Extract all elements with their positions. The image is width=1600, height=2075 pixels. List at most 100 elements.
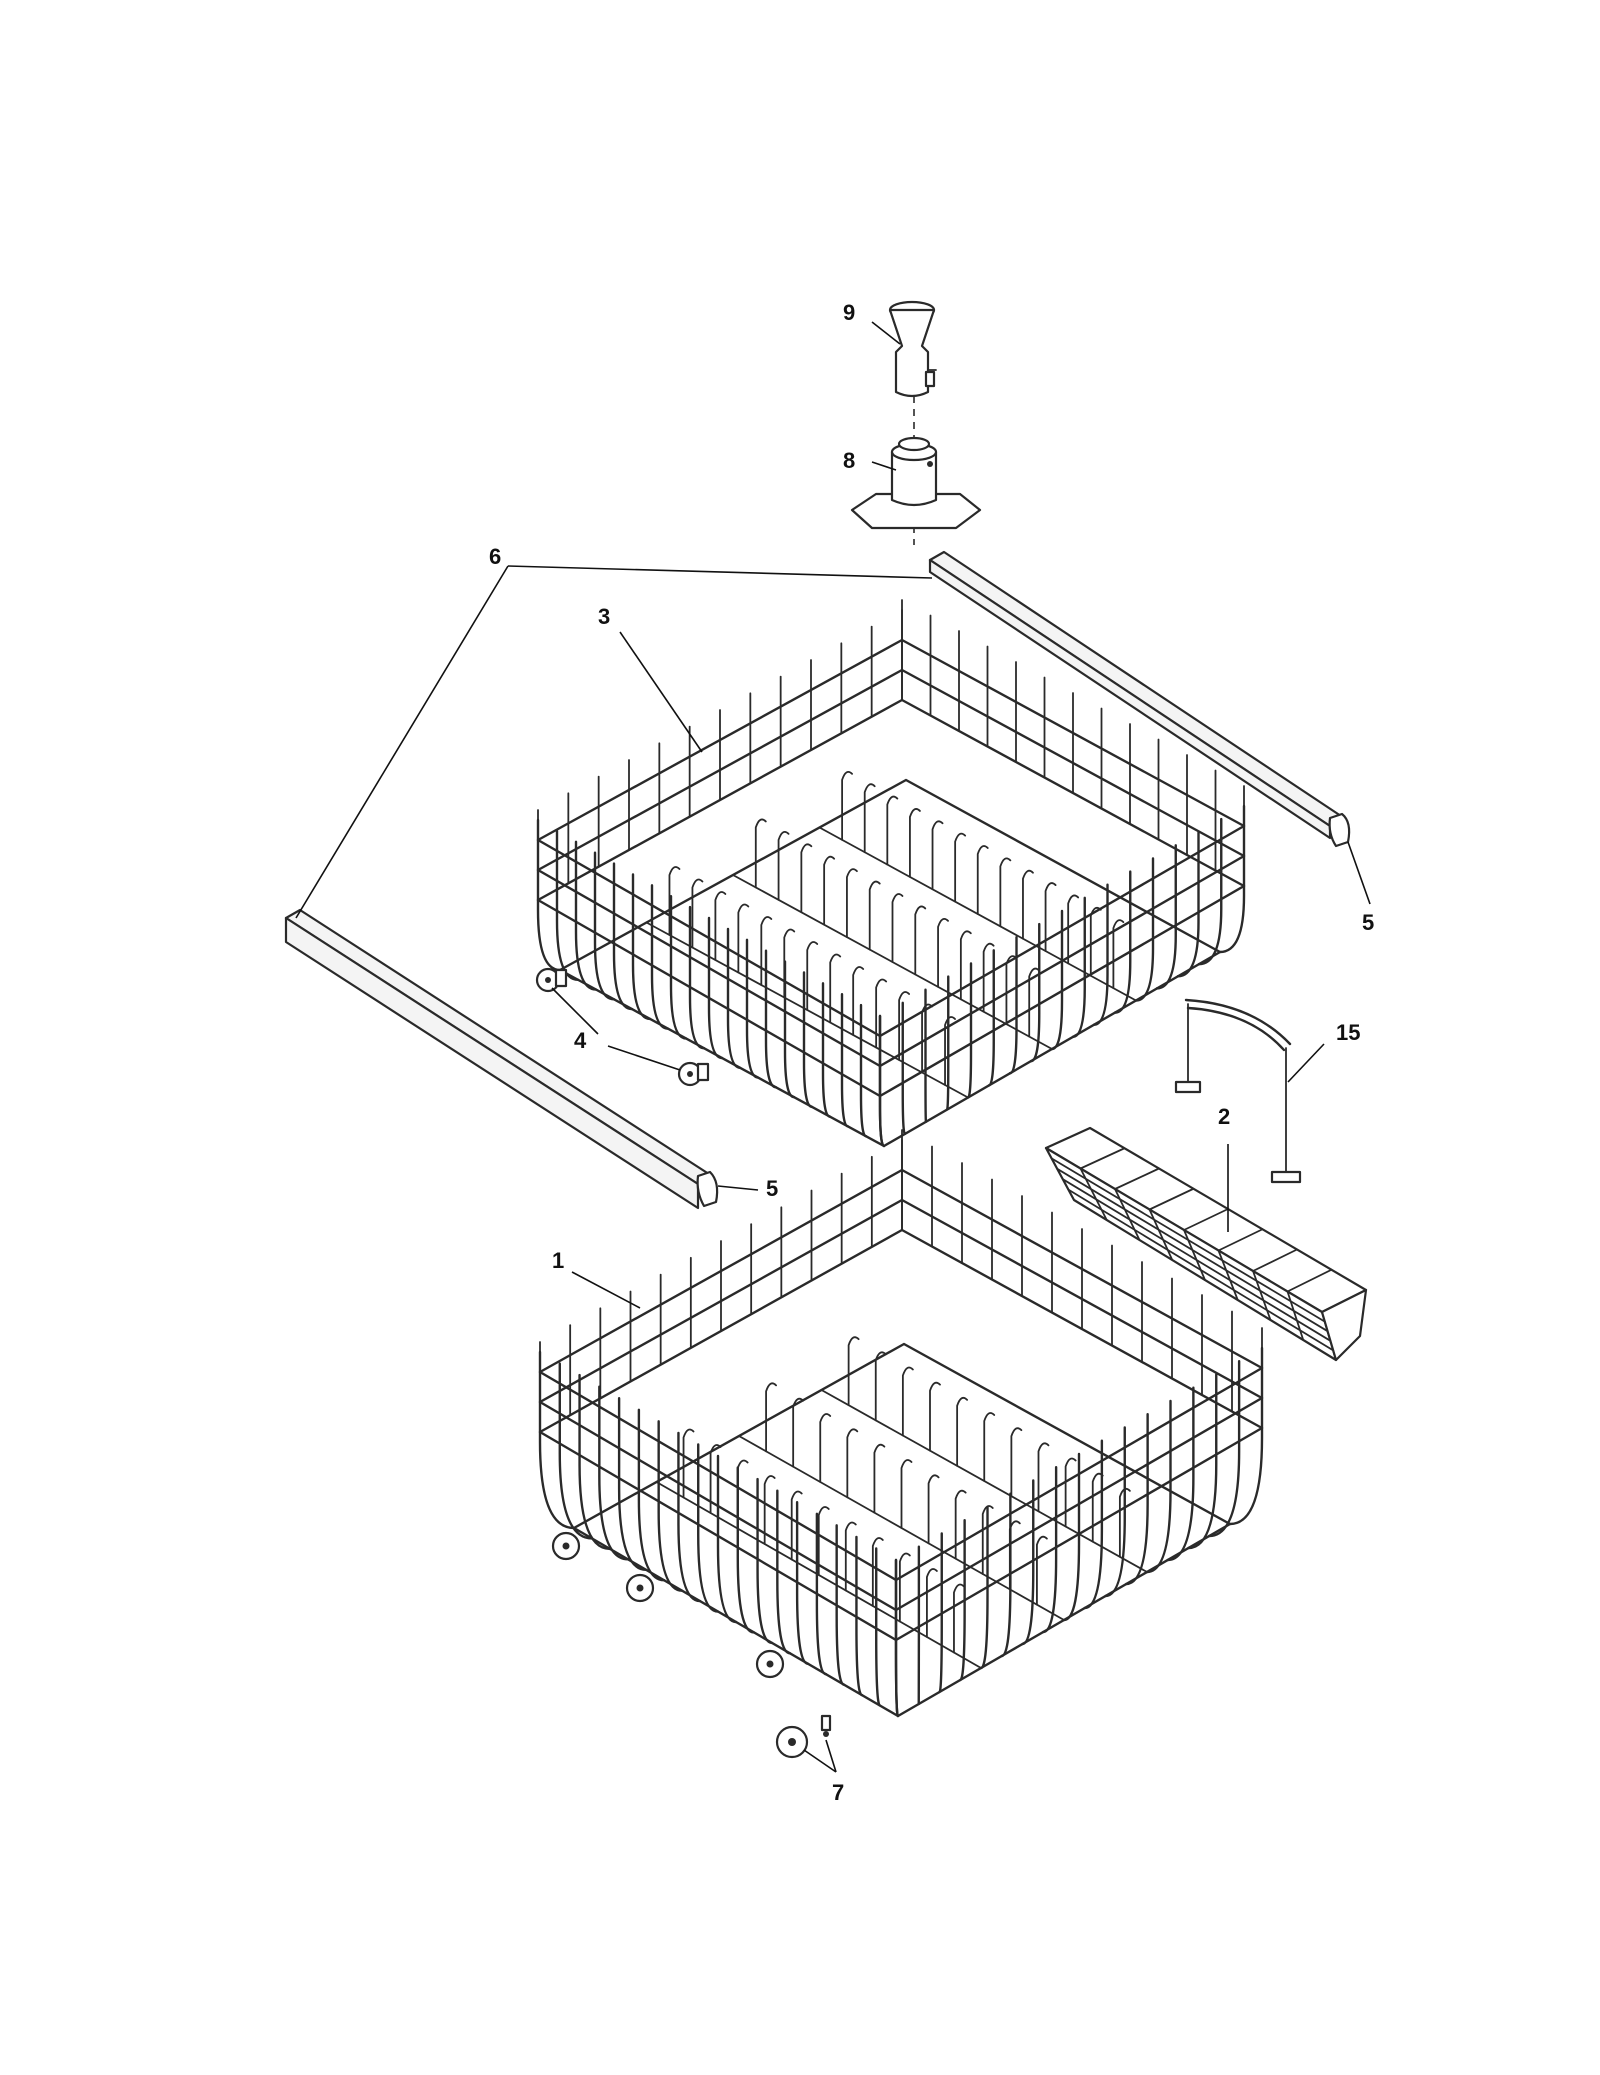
basket-divider xyxy=(1183,1229,1206,1281)
rack-side-wire xyxy=(878,1014,886,1148)
callout-5-right: 5 xyxy=(1362,910,1374,935)
rack-front-wire xyxy=(875,1547,882,1707)
rack-side-wire xyxy=(1125,1413,1149,1586)
rack-tine xyxy=(736,1459,749,1530)
rack-side-wire xyxy=(1042,1466,1058,1634)
rack-tine xyxy=(1037,1442,1050,1513)
rack-front-wire xyxy=(815,1512,828,1676)
rack-tine xyxy=(1112,919,1125,990)
rack-tine xyxy=(981,1505,994,1575)
rack-tine xyxy=(1008,1520,1021,1591)
rack-front-wire xyxy=(795,1501,810,1665)
part-6-rail-right xyxy=(928,550,1346,840)
rack-front-wire xyxy=(835,1524,846,1686)
basket-mesh xyxy=(1050,1157,1326,1323)
rack-tine xyxy=(844,1521,857,1592)
rack-side-wire xyxy=(1071,896,1086,1039)
rack-side-wire xyxy=(924,988,928,1123)
rack-tine xyxy=(1091,1472,1104,1543)
rack-front-wire xyxy=(578,1373,612,1551)
callout-6: 6 xyxy=(489,544,501,569)
rack-front-wire xyxy=(745,938,760,1079)
rack-tine xyxy=(944,1016,956,1086)
rack-side-wire xyxy=(901,1001,907,1136)
rack-front-wire xyxy=(707,916,724,1060)
callout-15: 15 xyxy=(1336,1020,1360,1045)
rack-tine xyxy=(926,1568,938,1638)
rack-tine xyxy=(875,978,888,1049)
rack-side-wire xyxy=(1187,1373,1218,1550)
rack-side-wire xyxy=(1155,844,1177,990)
rack-front-wire xyxy=(716,1454,738,1624)
rack-tine xyxy=(983,1412,996,1482)
rack-tine xyxy=(900,1459,913,1529)
callout-2: 2 xyxy=(1218,1104,1230,1129)
rack-side-wire xyxy=(1008,936,1018,1075)
rack-tine xyxy=(863,783,876,854)
rack-tine xyxy=(792,1397,805,1468)
leader-lines xyxy=(295,321,1371,1773)
rack-tine xyxy=(846,1428,859,1499)
rack-tine xyxy=(823,855,836,926)
rack-front-wire xyxy=(617,1397,648,1571)
rack-tine xyxy=(806,941,819,1011)
basket-divider xyxy=(1286,1268,1333,1293)
rack-side-wire xyxy=(1029,922,1041,1063)
basket-divider xyxy=(1217,1228,1264,1252)
basket-divider xyxy=(1217,1249,1239,1301)
rack-tine xyxy=(1005,955,1018,1026)
part-9-nozzle xyxy=(888,300,937,398)
basket-divider xyxy=(1148,1208,1174,1261)
rack-front-wire xyxy=(859,1003,868,1138)
basket-mesh xyxy=(1056,1167,1329,1333)
rack-tine xyxy=(953,1583,965,1654)
rack-tine xyxy=(982,942,995,1013)
basket-divider xyxy=(1079,1167,1108,1221)
rack-tine xyxy=(765,1382,777,1453)
rack-front-wire xyxy=(697,1443,720,1613)
rack-side-wire xyxy=(1050,909,1064,1051)
rack-tine xyxy=(1010,1427,1023,1498)
part-5-end-cap-right xyxy=(1328,812,1351,848)
rack-front-wire xyxy=(756,1477,774,1645)
callout-4: 4 xyxy=(574,1028,587,1053)
rack-tine xyxy=(763,1475,776,1545)
rack-side-wire xyxy=(1197,817,1223,966)
rack-tine xyxy=(959,930,972,1001)
rack-front-wire xyxy=(612,862,634,1011)
rack-front-wire xyxy=(764,949,778,1089)
callout-9: 9 xyxy=(843,300,855,325)
part-8-spray-manifold xyxy=(850,436,982,530)
rack-tine xyxy=(783,928,796,999)
part-15-basket-handle xyxy=(1174,998,1302,1184)
rack-tine xyxy=(777,830,790,901)
rack-front-wire xyxy=(669,895,688,1040)
rack-tine xyxy=(846,868,858,939)
rack-tine xyxy=(898,991,911,1061)
rack-tine xyxy=(929,1381,941,1452)
rack-side-wire xyxy=(945,975,950,1111)
rack-tine xyxy=(898,1552,911,1623)
rack-tine xyxy=(1089,906,1102,977)
rack-tine xyxy=(841,770,854,841)
rack-front-wire xyxy=(558,1362,594,1540)
rack-tine xyxy=(937,917,949,988)
rack-tine xyxy=(709,1444,722,1514)
basket-divider xyxy=(1079,1147,1126,1170)
rack-side-wire xyxy=(1166,1386,1195,1562)
part-2-silverware-basket xyxy=(1044,1126,1368,1362)
rack-tine xyxy=(954,832,967,903)
rack-side-wire xyxy=(1104,1426,1126,1598)
rack-side-wire xyxy=(1134,857,1155,1002)
rack-tine xyxy=(874,1351,887,1422)
rack-front-wire xyxy=(783,960,796,1099)
rack-side-wire xyxy=(938,1532,943,1694)
rack-tine xyxy=(921,1003,933,1074)
rack-side-wire xyxy=(1092,883,1109,1026)
part-1-lower-rack xyxy=(538,1129,1264,1718)
basket-mesh xyxy=(1061,1178,1332,1342)
basket-divider xyxy=(1286,1290,1305,1341)
rack-tine xyxy=(819,1413,832,1483)
rack-tine xyxy=(852,966,865,1036)
